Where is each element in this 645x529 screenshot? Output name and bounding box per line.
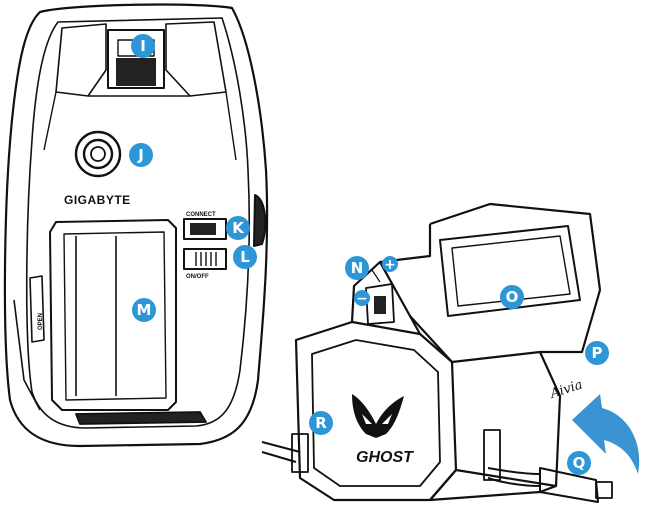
plus-indicator: +: [382, 256, 398, 273]
dock-left-cable: [261, 441, 301, 453]
right-button-block: [165, 21, 227, 97]
connect-switch-label: CONNECT: [186, 212, 216, 218]
callout-K-label: K: [232, 219, 245, 237]
callout-O-label: O: [506, 288, 519, 306]
connect-switch-housing: [183, 218, 227, 240]
bottom-foot: [75, 411, 207, 425]
dock-base-bottom: [429, 484, 557, 502]
usb-cable-2: [487, 477, 541, 487]
power-switch-ridges: [195, 252, 217, 266]
charging-dock: [261, 202, 613, 503]
lens-inner: [90, 146, 106, 162]
usb-port-housing: [483, 429, 501, 481]
dock-front-face: [294, 320, 458, 502]
mouse-outer-shell: [3, 3, 269, 448]
dock-base-edge: [429, 469, 457, 501]
rotation-arrow: [572, 394, 640, 474]
lens-outer: [74, 130, 122, 178]
open-latch: [29, 275, 45, 343]
callout-M-label: M: [137, 301, 152, 319]
callout-Q: Q: [567, 451, 591, 475]
side-button: [253, 194, 267, 247]
callout-J: J: [129, 143, 153, 167]
callout-O: O: [500, 285, 524, 309]
callout-R: R: [309, 411, 333, 435]
callout-K: K: [226, 216, 250, 240]
left-button-block: [55, 23, 107, 97]
callout-L: L: [233, 245, 257, 269]
callout-I-label: I: [140, 37, 146, 55]
dock-base-side: [451, 350, 562, 488]
connect-switch-slider: [190, 223, 216, 235]
dock-slot-inner: [374, 296, 386, 314]
battery-cover-inner: [63, 231, 167, 401]
shell-crease-left: [43, 91, 57, 151]
dock-cradle-mid: [409, 315, 421, 335]
usb-plug-tip: [595, 481, 613, 499]
power-switch-label: ON/OFF: [186, 274, 209, 280]
left-side-rail: [13, 299, 41, 411]
callout-R-label: R: [315, 414, 327, 432]
callout-N-label: N: [351, 259, 364, 277]
mouse-inner-shell: [25, 17, 251, 429]
battery-cover-outer: [49, 219, 177, 411]
dock-slot: [365, 283, 395, 325]
plus-symbol: +: [384, 257, 396, 273]
sensor-window-inner: [116, 58, 156, 86]
callout-P: P: [585, 341, 609, 365]
usb-connector: [539, 467, 599, 503]
callout-J-label: J: [137, 146, 144, 164]
sensor-window: [107, 29, 165, 89]
dock-cradle-front: [379, 261, 453, 363]
callout-Q-label: Q: [573, 454, 586, 472]
dock-left-cable-2: [261, 451, 297, 463]
minus-symbol: −: [356, 291, 368, 307]
callout-leader-lines: [371, 269, 381, 283]
dock-left-connector: [291, 433, 309, 473]
mouse-brand-label: GIGABYTE: [64, 193, 131, 207]
power-switch-housing: [183, 248, 227, 270]
callout-I: I: [131, 34, 155, 58]
callout-L-label: L: [240, 248, 250, 266]
dock-logo-text: GHOST: [356, 449, 414, 466]
open-latch-label: OPEN: [38, 313, 44, 330]
usb-cable: [487, 467, 541, 475]
dock-front-inner: [311, 339, 441, 487]
callout-P-label: P: [592, 344, 603, 362]
lens-mid: [82, 138, 114, 170]
shell-crease-right: [225, 91, 237, 161]
callout-N: N: [345, 256, 369, 280]
dock-pad-inner: [451, 235, 571, 307]
dock-battery-pad: [439, 225, 581, 317]
mouse-bottom-view: [3, 3, 269, 448]
minus-indicator: −: [354, 290, 370, 307]
ghost-logo-mark: [352, 394, 404, 438]
callout-M: M: [132, 298, 156, 322]
dock-cradle-back: [429, 202, 602, 354]
